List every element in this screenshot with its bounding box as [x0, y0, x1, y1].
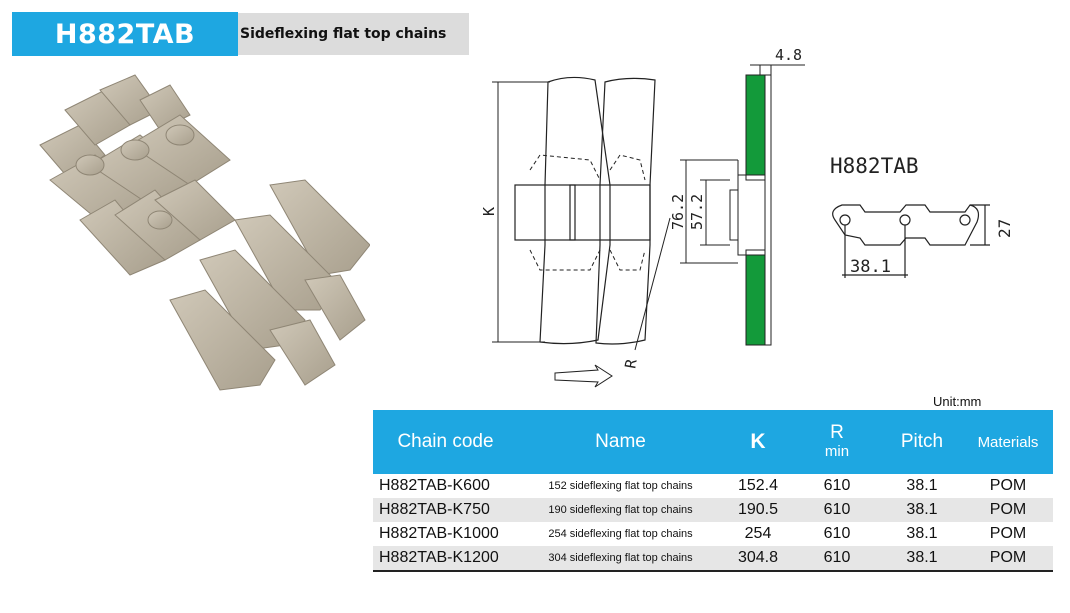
cell-k: 254	[744, 525, 772, 542]
cell-name: 190 sideflexing flat top chains	[518, 498, 723, 522]
cell-material: POM	[963, 546, 1053, 572]
cell-k: 190.5	[723, 498, 793, 522]
cell-r: 610	[823, 477, 851, 494]
table-row: H882TAB-K1000 254 sideflexing flat top c…	[373, 522, 1053, 546]
col-header-name: Name	[518, 410, 723, 474]
cell-material: POM	[963, 498, 1053, 522]
cell-name: 254 sideflexing flat top chains	[548, 528, 693, 540]
cell-r: 610	[793, 546, 881, 572]
table-row: H882TAB-K1200 304 sideflexing flat top c…	[373, 546, 1053, 572]
col-header-materials: Materials	[963, 410, 1053, 474]
col-header-code: Chain code	[373, 410, 518, 474]
product-code: H882TAB	[54, 18, 196, 50]
col-header-pitch: Pitch	[881, 410, 963, 474]
cell-pitch: 38.1	[881, 498, 963, 522]
dim-height-inner: 57.2	[688, 194, 706, 230]
col-header-r-sub: min	[824, 443, 850, 460]
cell-code: H882TAB-K600	[379, 477, 490, 494]
cell-material: POM	[989, 477, 1027, 494]
model-label: H882TAB	[830, 154, 919, 178]
table-row: H882TAB-K600 152 sideflexing flat top ch…	[373, 474, 1053, 498]
product-code-banner: H882TAB	[12, 12, 238, 56]
cell-pitch: 38.1	[906, 525, 938, 542]
dim-r-label: R	[621, 357, 640, 370]
spec-table: Chain code Name K R min Pitch Materials …	[373, 410, 1053, 572]
cell-name: 152 sideflexing flat top chains	[548, 480, 693, 492]
chain-photo	[39, 74, 370, 391]
cell-pitch: 38.1	[906, 477, 938, 494]
product-subtitle: Sideflexing flat top chains	[240, 26, 447, 42]
dim-height-outer: 76.2	[669, 194, 687, 230]
table-row: H882TAB-K750 190 sideflexing flat top ch…	[373, 498, 1053, 522]
cell-k: 304.8	[723, 546, 793, 572]
dim-link-height: 27	[995, 219, 1014, 238]
dim-thickness: 4.8	[775, 46, 802, 64]
cell-k: 152.4	[737, 477, 779, 494]
dim-pitch: 38.1	[850, 257, 891, 277]
cell-r: 610	[793, 498, 881, 522]
cell-material: POM	[989, 525, 1027, 542]
technical-drawing: K R 4.8 76.2 57.2 H882TAB 38.1 27	[480, 46, 1014, 388]
cell-code: H882TAB-K750	[373, 498, 518, 522]
dim-k-label: K	[480, 207, 498, 216]
subtitle-banner: Sideflexing flat top chains	[238, 13, 469, 55]
cell-code: H882TAB-K1000	[379, 525, 499, 542]
cell-name: 304 sideflexing flat top chains	[518, 546, 723, 572]
col-header-r: R min	[793, 410, 881, 474]
cell-pitch: 38.1	[881, 546, 963, 572]
col-header-r-main: R	[830, 422, 844, 443]
cell-code: H882TAB-K1200	[373, 546, 518, 572]
unit-label: Unit:mm	[933, 394, 982, 409]
table-header-row: Chain code Name K R min Pitch Materials	[373, 410, 1053, 474]
cell-r: 610	[823, 525, 851, 542]
col-header-k: K	[723, 410, 793, 474]
